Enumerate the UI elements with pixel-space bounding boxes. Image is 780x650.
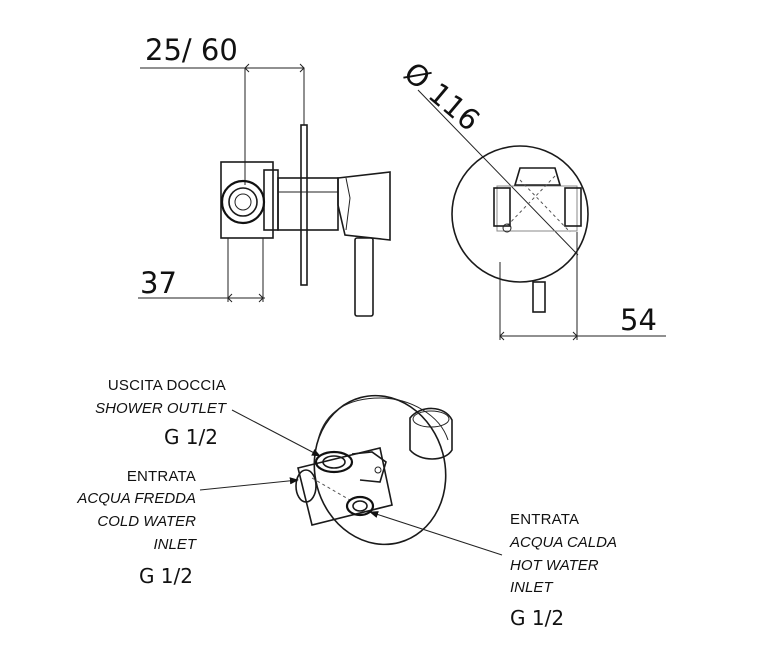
hidden-line-2	[504, 175, 556, 229]
cold-inlet-line2: ACQUA FREDDA	[76, 490, 196, 507]
hot-inlet-line3: HOT WATER	[510, 557, 599, 574]
leader-cold-inlet	[199, 477, 299, 491]
spindle-housing	[277, 177, 339, 231]
isometric-view	[199, 394, 503, 556]
dimension-depth-range: 25/ 60	[145, 33, 238, 67]
outlet-port-circle-inner	[228, 187, 258, 217]
shower-outlet-line1: USCITA DOCCIA	[108, 377, 226, 394]
plate-edge-iso	[317, 397, 449, 441]
outlet-flange	[351, 451, 387, 483]
callout-cold-inlet: ENTRATA ACQUA FREDDA COLD WATER INLET G …	[76, 468, 197, 588]
shower-outlet-line2: SHOWER OUTLET	[95, 400, 228, 417]
port-top-front	[513, 167, 562, 186]
port-right-front	[564, 187, 582, 227]
arrow-54-right	[572, 331, 578, 341]
dimension-offset-right: 54	[620, 303, 657, 337]
hot-inlet-line2: ACQUA CALDA	[509, 534, 617, 551]
wall-plate-iso	[313, 394, 447, 546]
shower-outlet-port	[314, 450, 354, 474]
arrow-37-right	[258, 293, 264, 303]
flange-screw	[374, 466, 382, 474]
arrow-depth-right	[299, 63, 305, 73]
body-front-hidden	[496, 185, 578, 232]
hidden-line-1	[519, 179, 571, 233]
dimension-offset-left: 37	[140, 266, 177, 300]
cold-inlet-port	[295, 469, 317, 503]
hot-inlet-bore	[352, 500, 368, 512]
arrow-depth-left	[244, 63, 250, 73]
cold-inlet-line3: COLD WATER	[97, 513, 196, 530]
handle-iso	[409, 407, 453, 460]
handle-chamfer	[345, 177, 351, 231]
front-view: Ø 116 54	[398, 55, 666, 341]
cold-inlet-size: G 1/2	[139, 564, 193, 588]
hot-inlet-size: G 1/2	[510, 606, 564, 630]
diameter-leader	[417, 89, 579, 256]
shower-outlet-bore	[322, 455, 346, 469]
wall-plate-front	[451, 145, 589, 283]
arrow-54-left	[499, 331, 505, 341]
hot-inlet-line1: ENTRATA	[510, 511, 579, 528]
outlet-port-circle-core	[234, 193, 252, 211]
arrow-37-left	[227, 293, 233, 303]
handle-top-iso	[412, 410, 450, 428]
valve-body-collar	[263, 169, 279, 231]
lever-side	[354, 237, 374, 317]
outlet-port-circle-outer	[220, 179, 266, 225]
leader-hot-inlet	[369, 511, 503, 556]
port-left-front	[493, 187, 511, 227]
screw-front	[502, 223, 512, 233]
wall-plate-side	[300, 124, 308, 286]
callout-hot-inlet: ENTRATA ACQUA CALDA HOT WATER INLET G 1/…	[509, 511, 617, 630]
shower-outlet-size: G 1/2	[164, 425, 218, 449]
cold-inlet-line1: ENTRATA	[127, 468, 196, 485]
lever-front	[532, 281, 546, 313]
dimension-diameter: Ø 116	[398, 55, 487, 137]
side-view: 25/ 60 37	[138, 33, 391, 317]
hidden-line-iso	[311, 477, 351, 501]
leader-shower-outlet	[231, 409, 321, 457]
cold-inlet-line4: INLET	[153, 536, 197, 553]
hot-inlet-port	[345, 495, 375, 517]
callout-shower-outlet: USCITA DOCCIA SHOWER OUTLET G 1/2	[95, 377, 228, 449]
hot-inlet-line4: INLET	[510, 579, 554, 596]
